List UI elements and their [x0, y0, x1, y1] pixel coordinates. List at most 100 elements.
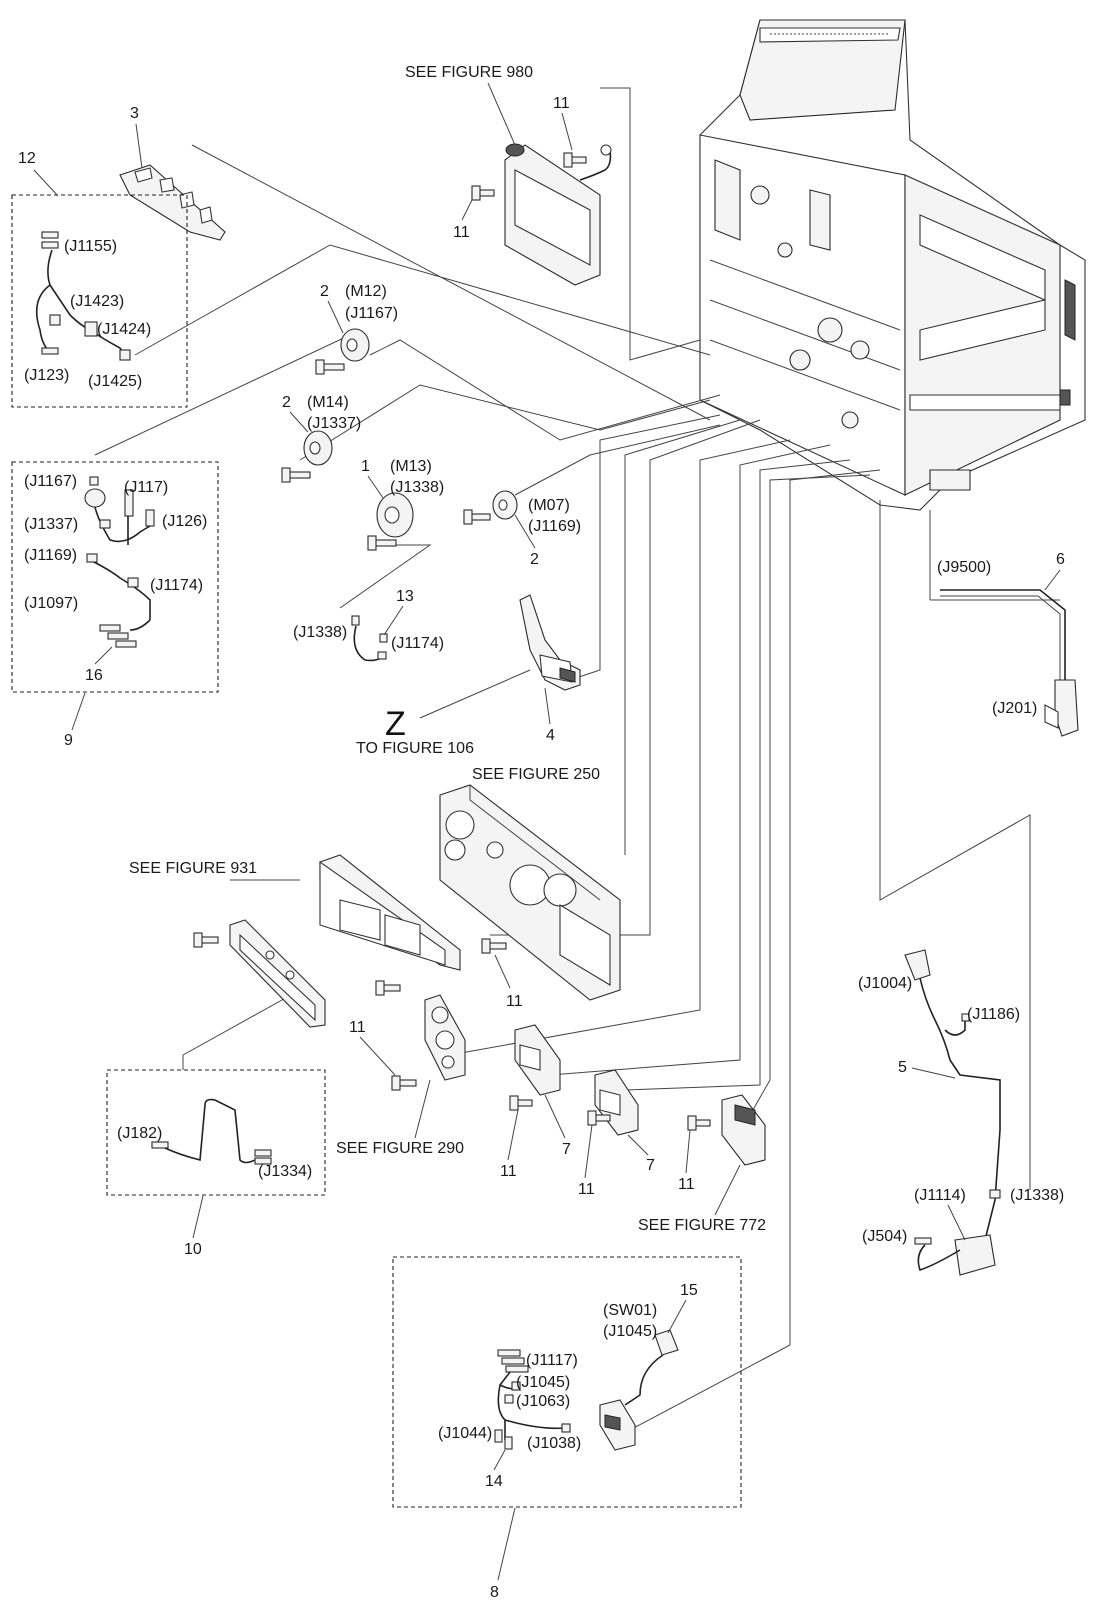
callout-11: 11 [678, 1176, 695, 1193]
callout-3: 3 [130, 105, 139, 122]
callout-11: 11 [349, 1019, 366, 1036]
zone-z-marker: Z [385, 705, 406, 743]
connector-j201: (J201) [992, 700, 1037, 717]
connector-j1169: (J1169) [24, 547, 77, 564]
callout-1: 1 [361, 458, 370, 475]
main-frame-assembly [699, 19, 1086, 511]
harness-10-box [106, 1069, 326, 1196]
screw [281, 467, 311, 483]
connector-j1063: (J1063) [516, 1393, 570, 1410]
motor-label-m13: (M13) [390, 458, 432, 475]
harness-12 [35, 231, 131, 361]
callout-14: 14 [485, 1473, 503, 1490]
leader-lines [94, 87, 1060, 1431]
connector-j1423: (J1423) [70, 293, 124, 310]
part-7-latch [594, 1069, 639, 1136]
connector-j1167: (J1167) [345, 305, 398, 322]
screw [375, 980, 401, 996]
screw [391, 1075, 417, 1091]
connector-j1004: (J1004) [858, 975, 912, 992]
callout-2: 2 [530, 551, 539, 568]
part-7-latch [514, 1024, 561, 1096]
screw [315, 359, 345, 375]
callout-9: 9 [64, 732, 73, 749]
connector-j1155: (J1155) [64, 238, 117, 255]
callout-15: 15 [680, 1282, 698, 1299]
callout-8: 8 [490, 1584, 499, 1601]
connector-j1337: (J1337) [24, 516, 78, 533]
motor-label-m14: (M14) [307, 394, 349, 411]
callout-labels: SEE FIGURE 980 11 11 3 1 2 (J1155) (J1423… [18, 64, 1065, 1601]
see-figure-980-label: SEE FIGURE 980 [405, 64, 533, 81]
callout-11: 11 [578, 1181, 595, 1198]
connector-j1045: (J1045) [516, 1374, 570, 1391]
callout-10: 10 [184, 1241, 202, 1258]
connector-j1425: (J1425) [88, 373, 142, 390]
connector-j1169: (J1169) [528, 518, 581, 535]
connector-j117: (J117) [124, 479, 168, 496]
callout-11: 11 [500, 1163, 517, 1180]
see-figure-250-label: SEE FIGURE 250 [472, 766, 600, 783]
screw [193, 932, 219, 948]
figure-980-board [504, 143, 612, 286]
connector-j1114: (J1114) [914, 1187, 966, 1204]
screw [481, 938, 507, 954]
harness-13 [351, 615, 388, 662]
part-4-bracket [519, 594, 581, 691]
connector-j1044: (J1044) [438, 1425, 492, 1442]
figure-772-assembly [721, 1094, 766, 1166]
figure-931-board [229, 919, 326, 1028]
connector-j1174: (J1174) [150, 577, 203, 594]
screw [509, 1095, 533, 1111]
connector-j1338: (J1338) [390, 479, 444, 496]
connector-j1424: (J1424) [97, 321, 151, 338]
harness-5 [904, 949, 1001, 1276]
figure-290-assembly [424, 994, 466, 1081]
screw [563, 152, 587, 168]
callout-7: 7 [646, 1157, 655, 1174]
connector-j1167: (J1167) [24, 473, 77, 490]
callout-2: 2 [320, 283, 329, 300]
connector-j126: (J126) [162, 513, 207, 530]
harness-9 [84, 476, 155, 648]
motor-label-m12: (M12) [345, 283, 387, 300]
to-figure-106-label: TO FIGURE 106 [356, 740, 474, 757]
connector-j1186: (J1186) [967, 1006, 1020, 1023]
connector-j1338: (J1338) [1010, 1187, 1064, 1204]
callout-11: 11 [553, 95, 570, 112]
connector-j1038: (J1038) [527, 1435, 581, 1452]
connector-j504: (J504) [862, 1228, 907, 1245]
connector-j123: (J123) [24, 367, 69, 384]
motor-label-m07: (M07) [528, 497, 570, 514]
callout-4: 4 [546, 727, 555, 744]
harness-12-box [11, 194, 188, 408]
harness-8-box [392, 1256, 742, 1508]
screw [471, 185, 495, 201]
connector-j1174: (J1174) [391, 635, 444, 652]
connector-j182: (J182) [117, 1125, 162, 1142]
callout-2: 2 [282, 394, 291, 411]
screw [463, 509, 491, 525]
motor-m13 [376, 492, 414, 538]
connector-j9500: (J9500) [937, 559, 991, 576]
see-figure-931-label: SEE FIGURE 931 [129, 860, 257, 877]
connector-j1045: (J1045) [603, 1323, 657, 1340]
harness-9-box [11, 461, 219, 693]
harness-10 [151, 1098, 272, 1165]
callout-13: 13 [396, 588, 414, 605]
see-figure-772-label: SEE FIGURE 772 [638, 1217, 766, 1234]
connector-j1334: (J1334) [258, 1163, 312, 1180]
connector-j1117: (J1117) [526, 1352, 578, 1369]
see-figure-290-label: SEE FIGURE 290 [336, 1140, 464, 1157]
connector-j1338: (J1338) [293, 624, 347, 641]
motor-m14 [303, 430, 333, 466]
harness-8 [494, 1329, 679, 1451]
connector-j1097: (J1097) [24, 595, 78, 612]
callout-16: 16 [85, 667, 103, 684]
screw [367, 535, 397, 551]
switch-sw01: (SW01) [603, 1302, 657, 1319]
callout-7: 7 [562, 1141, 571, 1158]
callout-6: 6 [1056, 551, 1065, 568]
